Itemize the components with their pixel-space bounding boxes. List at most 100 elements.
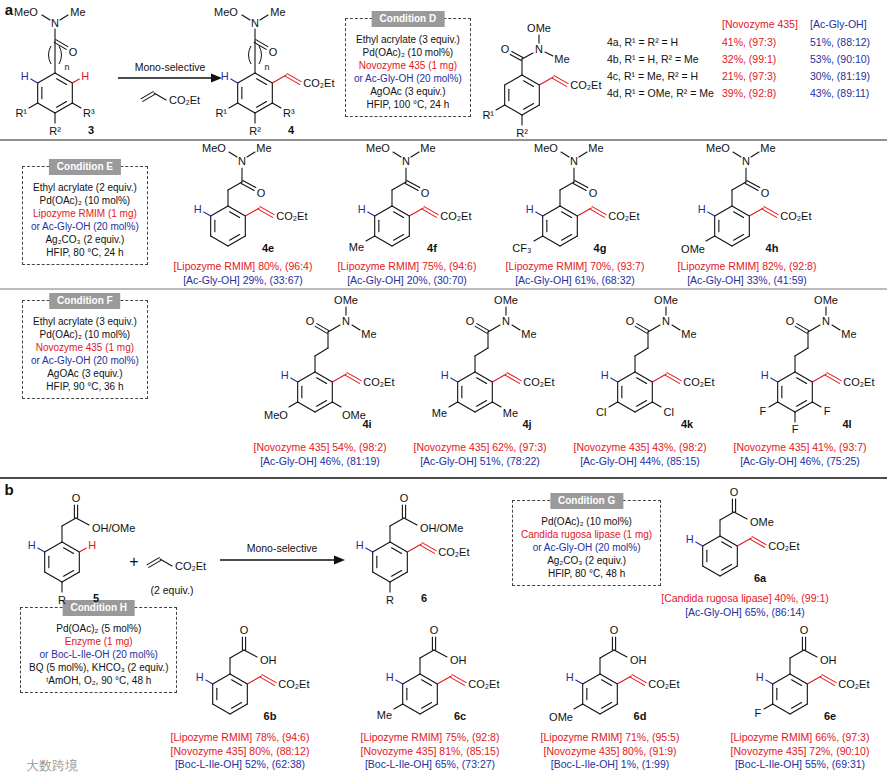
bond bbox=[403, 674, 420, 684]
bond bbox=[634, 356, 635, 372]
bond bbox=[422, 680, 432, 686]
bond bbox=[378, 220, 379, 232]
condition-text: Ag₂CO₃ (2 equiv.) bbox=[31, 233, 139, 246]
bond bbox=[797, 324, 809, 331]
atom-label: CO₂Et bbox=[276, 210, 307, 223]
bond bbox=[254, 41, 255, 73]
condition-text: BQ (5 mol%), KHCO₃ (2 equiv.) bbox=[29, 661, 168, 674]
bond bbox=[458, 372, 475, 382]
compound-number: 3 bbox=[88, 124, 94, 137]
bond bbox=[375, 206, 392, 216]
hydrogen-label: H bbox=[686, 532, 694, 545]
condition-text: or Ac-Gly-OH (20 mol%) bbox=[31, 220, 139, 233]
bond bbox=[745, 183, 758, 190]
bond bbox=[749, 216, 750, 236]
atom-label: O bbox=[786, 315, 795, 328]
bond bbox=[229, 152, 237, 157]
bond bbox=[405, 168, 406, 182]
bond bbox=[545, 52, 553, 56]
atom-label: OMe bbox=[750, 516, 774, 529]
bond bbox=[804, 650, 817, 657]
bond bbox=[245, 637, 246, 650]
yield-text: [Ac-Gly-OH] 46%, (75:25) bbox=[740, 454, 860, 466]
condition-text: Ethyl acrylate (3 equiv.) bbox=[354, 33, 462, 46]
condition-text: Condition D bbox=[380, 12, 437, 26]
bond bbox=[536, 212, 543, 216]
bond bbox=[315, 402, 332, 412]
atom-label: OMe bbox=[681, 242, 705, 255]
bond bbox=[554, 76, 568, 84]
bond bbox=[373, 542, 390, 552]
bond bbox=[327, 332, 328, 348]
yield-text: [Ac-Gly-OH] bbox=[810, 18, 867, 30]
bond bbox=[214, 220, 215, 232]
bond bbox=[792, 703, 802, 709]
bond bbox=[230, 704, 247, 714]
atom-label: CO₂Et bbox=[768, 540, 799, 553]
bond bbox=[792, 680, 802, 686]
bond bbox=[794, 412, 795, 422]
condition-text: Ethyl acrylate (2 equiv.) bbox=[31, 181, 139, 194]
bond bbox=[773, 674, 790, 684]
condition-text: Novozyme 435 (1 mg) bbox=[31, 341, 139, 354]
yield-text: 30%, (81:19) bbox=[810, 70, 870, 82]
hydrogen-label: H bbox=[698, 202, 706, 215]
atom-label: CO₂Et bbox=[169, 94, 200, 107]
separator bbox=[0, 477, 887, 479]
bond bbox=[72, 79, 79, 83]
condition-text: HFIP, 80 °C, 24 h bbox=[31, 246, 139, 259]
bond bbox=[561, 152, 569, 157]
yield-text: [Novozyme 435] 54%, (98:2) bbox=[253, 441, 386, 453]
bracket bbox=[259, 46, 262, 64]
atom-label: N bbox=[402, 155, 410, 168]
atom-label: MeO bbox=[202, 142, 226, 155]
bond bbox=[781, 386, 782, 398]
note-text: Mono-selective bbox=[247, 542, 318, 554]
condition-text: Lipozyme RMIM (1 mg) bbox=[31, 207, 139, 220]
bond bbox=[652, 402, 661, 407]
bond bbox=[618, 372, 635, 382]
bond bbox=[510, 54, 521, 60]
bond bbox=[778, 372, 795, 382]
bond bbox=[488, 325, 500, 332]
bond bbox=[631, 677, 645, 685]
hydrogen-label: H bbox=[566, 670, 574, 683]
atom-label: MeO bbox=[534, 142, 558, 155]
atom-label: R³ bbox=[83, 106, 95, 119]
atom-label: O bbox=[730, 486, 739, 499]
bond bbox=[232, 680, 242, 686]
yield-text: 51%, (88:12) bbox=[810, 36, 870, 48]
arrow-head bbox=[334, 556, 345, 565]
bond bbox=[366, 548, 373, 552]
bond bbox=[602, 703, 612, 709]
bond bbox=[553, 78, 567, 86]
atom-label: OH/OMe bbox=[92, 522, 135, 535]
bond bbox=[298, 372, 315, 382]
bond bbox=[420, 650, 434, 658]
atom-label: F bbox=[824, 404, 831, 417]
atom-label: N bbox=[822, 315, 830, 328]
bond bbox=[475, 402, 492, 412]
bond bbox=[822, 675, 836, 683]
bond bbox=[763, 209, 777, 217]
bond bbox=[637, 401, 647, 407]
bond bbox=[392, 182, 406, 190]
atom-label: O bbox=[800, 624, 809, 637]
atom-label: MeO bbox=[264, 408, 288, 421]
bond bbox=[591, 209, 605, 217]
bond bbox=[635, 402, 652, 412]
bond bbox=[405, 505, 406, 518]
bond bbox=[352, 325, 360, 330]
atom-label: R³ bbox=[283, 106, 295, 119]
atom-label: Me bbox=[349, 240, 364, 253]
bond bbox=[216, 688, 217, 700]
bond bbox=[732, 182, 746, 190]
bond bbox=[389, 582, 390, 592]
bond bbox=[160, 559, 172, 566]
bond bbox=[575, 181, 588, 188]
bond bbox=[621, 386, 622, 398]
bond bbox=[648, 325, 660, 332]
yield-text: [Lipozyme RMIM] 75%, (94:6) bbox=[338, 260, 477, 272]
bond bbox=[635, 372, 652, 382]
bond bbox=[72, 83, 73, 103]
